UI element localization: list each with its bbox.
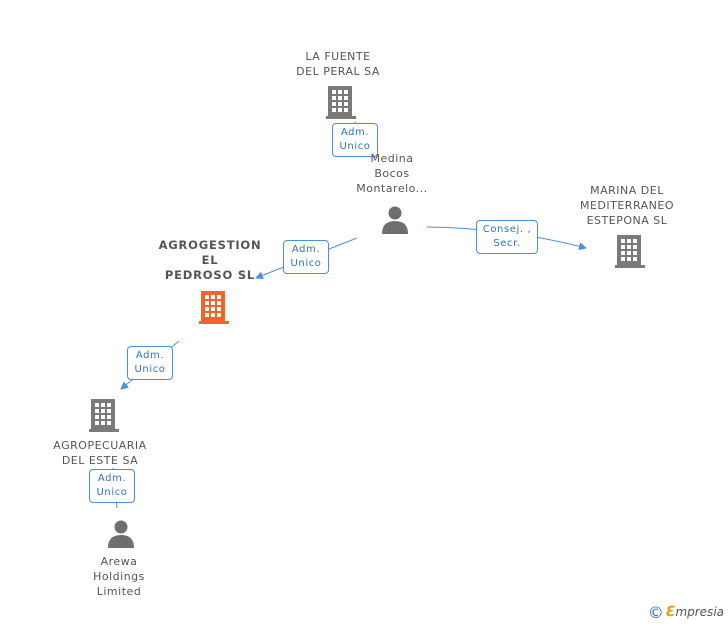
- role-line: Unico: [134, 364, 166, 375]
- role-badge-consej-secr[interactable]: Consej. , Secr.: [476, 220, 538, 254]
- label-line: Montarelo...: [356, 182, 428, 195]
- role-badge-adm-unico[interactable]: Adm. Unico: [332, 123, 378, 157]
- label-line: Bocos: [374, 167, 410, 180]
- brand-text: mpresia: [675, 605, 724, 619]
- person-icon[interactable]: [380, 205, 410, 235]
- label-line: Holdings: [93, 570, 145, 583]
- building-icon[interactable]: [197, 289, 231, 325]
- role-line: Unico: [290, 258, 322, 269]
- node-label-marina[interactable]: MARINA DEL MEDITERRANEO ESTEPONA SL: [577, 183, 677, 228]
- copyright-icon: ©: [647, 603, 664, 622]
- label-line: DEL ESTE SA: [61, 454, 139, 467]
- role-badge-adm-unico[interactable]: Adm. Unico: [89, 469, 135, 503]
- node-label-agropecuaria[interactable]: AGROPECUARIA DEL ESTE SA: [50, 438, 150, 468]
- node-label-agrogestion[interactable]: AGROGESTION EL PEDROSO SL: [155, 238, 265, 283]
- label-line: PEDROSO SL: [164, 268, 256, 282]
- role-line: Unico: [339, 141, 371, 152]
- role-line: Consej. ,: [482, 224, 532, 235]
- label-line: AGROGESTION: [158, 238, 262, 252]
- label-line: AGROPECUARIA: [53, 439, 147, 452]
- empresia-logo-icon: ℇ: [665, 604, 676, 620]
- role-badge-adm-unico[interactable]: Adm. Unico: [127, 346, 173, 380]
- node-label-la-fuente[interactable]: LA FUENTE DEL PERAL SA: [288, 49, 388, 79]
- person-icon[interactable]: [106, 519, 136, 549]
- building-icon[interactable]: [324, 84, 358, 120]
- building-icon[interactable]: [87, 397, 121, 433]
- label-line: Medina: [370, 152, 414, 165]
- role-badge-adm-unico[interactable]: Adm. Unico: [283, 240, 329, 274]
- node-label-medina[interactable]: Medina Bocos Montarelo...: [342, 151, 442, 196]
- role-line: Adm.: [135, 350, 165, 361]
- label-line: EL: [201, 253, 219, 267]
- label-line: LA FUENTE: [305, 50, 371, 63]
- label-line: MARINA DEL: [590, 184, 664, 197]
- role-line: Secr.: [493, 238, 521, 249]
- role-line: Adm.: [97, 473, 127, 484]
- label-line: ESTEPONA SL: [586, 214, 668, 227]
- node-label-arewa[interactable]: Arewa Holdings Limited: [69, 554, 169, 599]
- label-line: Arewa: [100, 555, 138, 568]
- label-line: Limited: [96, 585, 142, 598]
- empresia-brand: ©ℇmpresia: [648, 603, 724, 622]
- label-line: DEL PERAL SA: [296, 65, 380, 78]
- role-line: Unico: [96, 487, 128, 498]
- building-icon[interactable]: [613, 233, 647, 269]
- role-line: Adm.: [340, 127, 370, 138]
- role-line: Adm.: [291, 244, 321, 255]
- label-line: MEDITERRANEO: [579, 199, 675, 212]
